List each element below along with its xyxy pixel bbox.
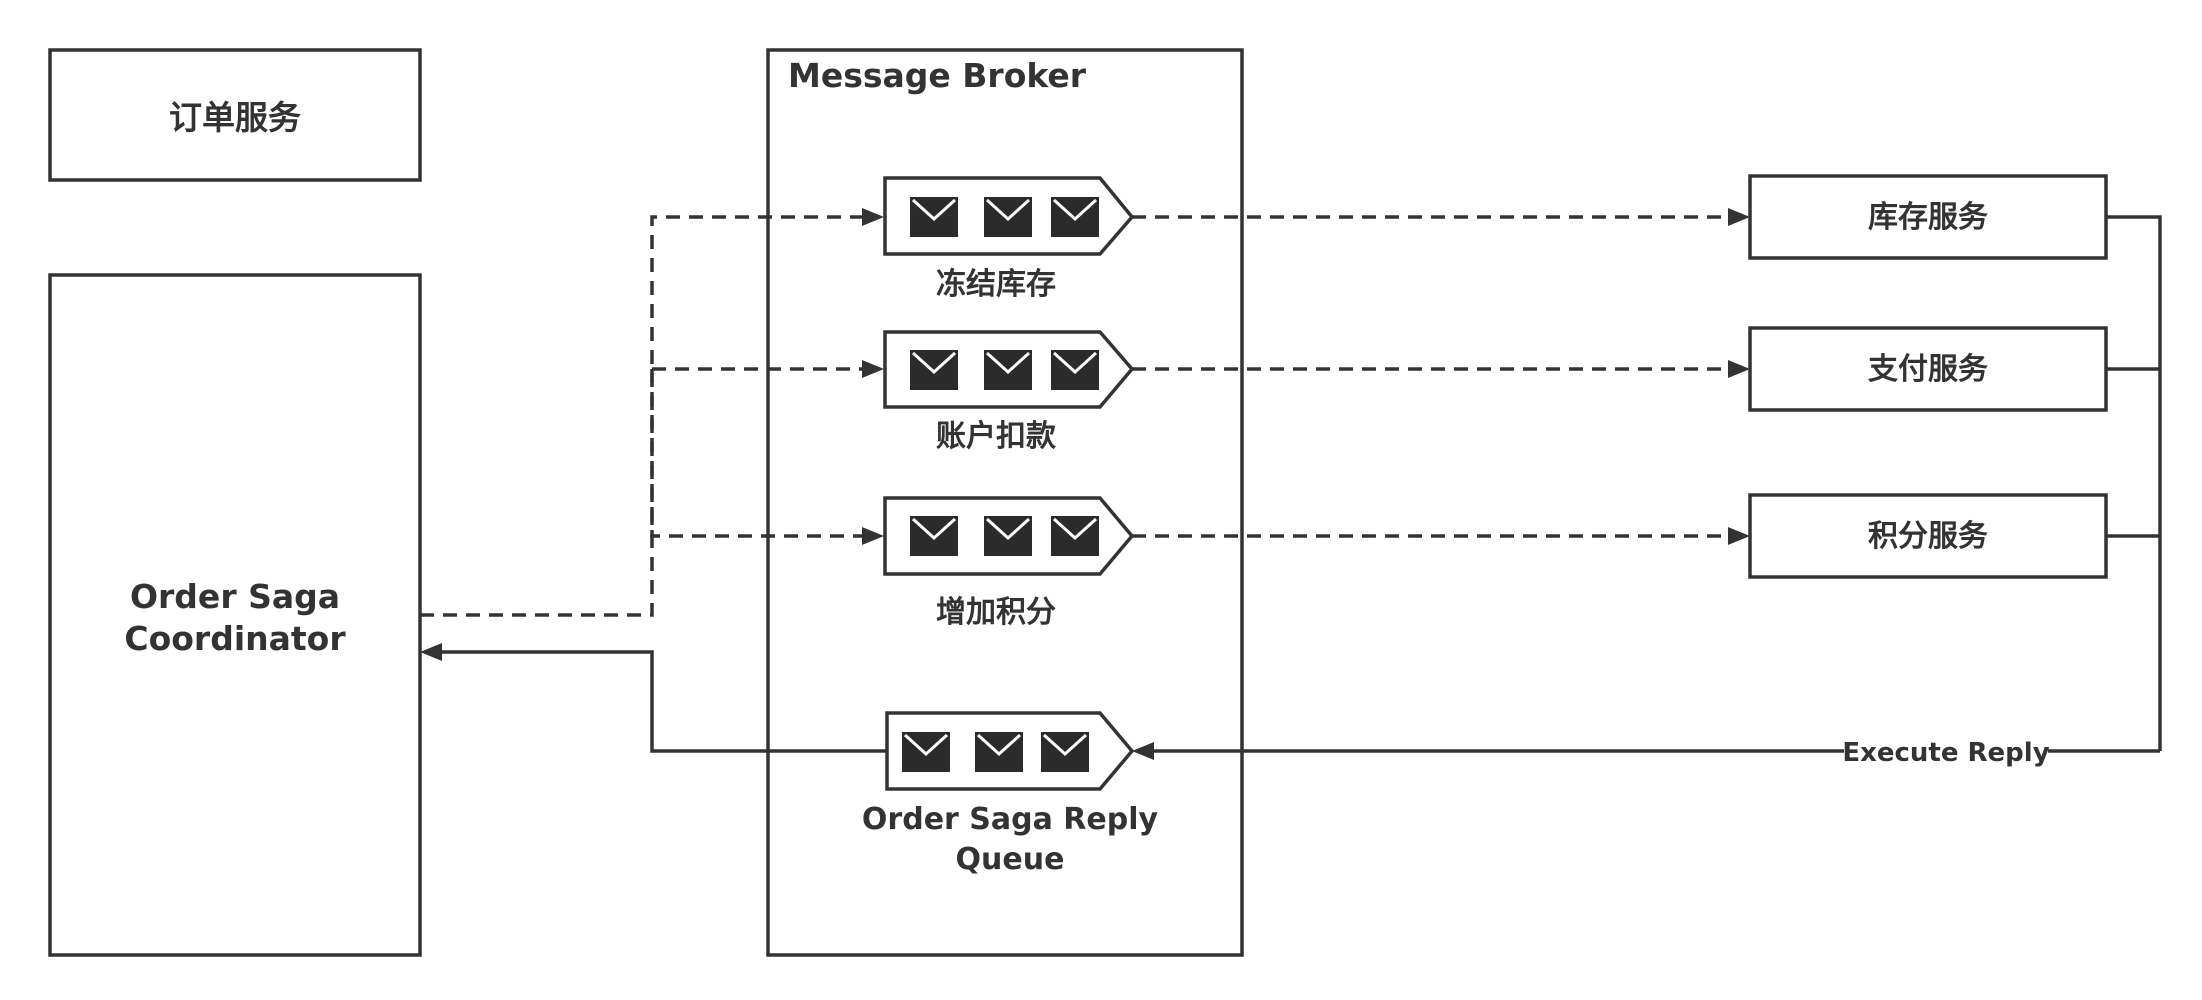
reply-to-coordinator-edge [440, 650, 886, 753]
inventory-service-label: 库存服务 [1868, 200, 1988, 235]
envelope-icon [975, 732, 1023, 772]
inventory-reply-edge [2106, 215, 2162, 751]
reply-queue-label-line2: Queue [956, 842, 1065, 877]
envelope-icon [1051, 197, 1099, 237]
envelope-icon [1051, 350, 1099, 390]
envelope-icon [984, 516, 1032, 556]
points-service-box: 积分服务 [1748, 493, 2108, 579]
order-service-label: 订单服务 [169, 98, 301, 137]
queue-add-points: 增加积分 [883, 496, 1135, 630]
saga-coordinator-label-line1: Order Saga [130, 577, 340, 616]
envelope-icon [1051, 516, 1099, 556]
saga-coordinator-label-line2: Coordinator [124, 619, 346, 658]
payment-service-label: 支付服务 [1868, 352, 1988, 387]
queue-account-deduct: 账户扣款 [883, 330, 1135, 454]
delivery-flow-edges [1132, 208, 1750, 545]
queue-freeze-inventory: 冻结库存 [883, 176, 1135, 302]
command-flow-edges [420, 208, 884, 617]
envelope-icon [910, 197, 958, 237]
arrowhead-icon [1728, 527, 1750, 545]
freeze-inventory-label: 冻结库存 [936, 267, 1056, 302]
order-service-box: 订单服务 [48, 48, 422, 182]
arrowhead-icon [862, 208, 884, 226]
arrowhead-icon [862, 360, 884, 378]
arrowhead-icon [420, 643, 442, 661]
envelope-icon [910, 516, 958, 556]
saga-coordinator-box: Order Saga Coordinator [48, 273, 422, 957]
envelope-icon [1041, 732, 1089, 772]
arrowhead-icon [1132, 742, 1154, 760]
coordinator-to-points-edge [650, 369, 868, 538]
account-deduct-label: 账户扣款 [936, 419, 1057, 454]
add-points-label: 增加积分 [936, 595, 1056, 630]
queue-reply: Order Saga Reply Queue [862, 711, 1159, 877]
envelope-icon [984, 197, 1032, 237]
execute-reply-label: Execute Reply [1842, 738, 2049, 768]
envelope-icon [984, 350, 1032, 390]
inventory-service-box: 库存服务 [1748, 174, 2108, 260]
payment-service-box: 支付服务 [1748, 326, 2108, 412]
arrowhead-icon [1728, 208, 1750, 226]
points-service-label: 积分服务 [1868, 519, 1988, 554]
envelope-icon [902, 732, 950, 772]
reply-flow-edges: Execute Reply [420, 215, 2162, 768]
envelope-icon [910, 350, 958, 390]
reply-queue-label-line1: Order Saga Reply [862, 802, 1159, 837]
message-broker-title: Message Broker [788, 56, 1087, 95]
coordinator-to-freeze-edge [420, 215, 868, 617]
arrowhead-icon [862, 527, 884, 545]
arrowhead-icon [1728, 360, 1750, 378]
